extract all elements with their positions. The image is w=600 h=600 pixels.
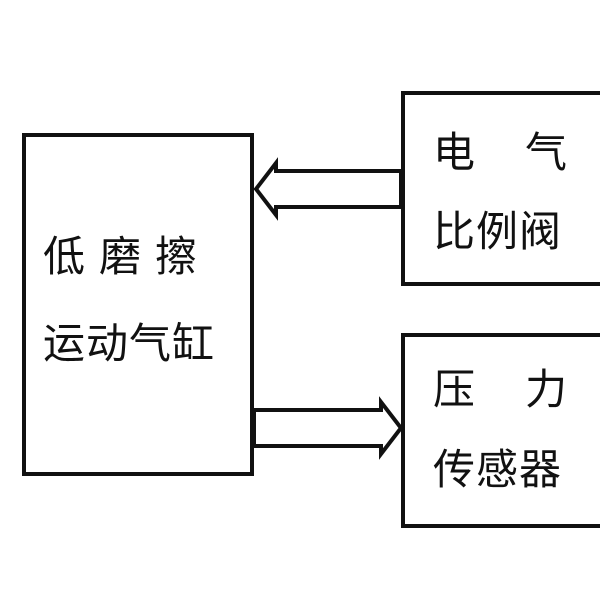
sensor-label-line2: 传感器 — [433, 445, 563, 494]
valve-label-line2: 比例阀 — [433, 207, 563, 256]
cylinder-to-sensor-arrow — [252, 396, 404, 460]
valve-label-char2: 气 — [525, 128, 568, 177]
cylinder-label-line1: 低磨擦 — [43, 232, 212, 281]
sensor-block — [401, 333, 600, 528]
valve-label-char1: 电 — [433, 128, 476, 177]
sensor-label-char1: 压 — [433, 365, 476, 414]
sensor-label-char2: 力 — [525, 365, 568, 414]
valve-block — [401, 91, 600, 286]
valve-to-cylinder-arrow — [253, 157, 403, 221]
cylinder-block — [22, 133, 254, 476]
cylinder-label-line2: 运动气缸 — [43, 319, 216, 368]
